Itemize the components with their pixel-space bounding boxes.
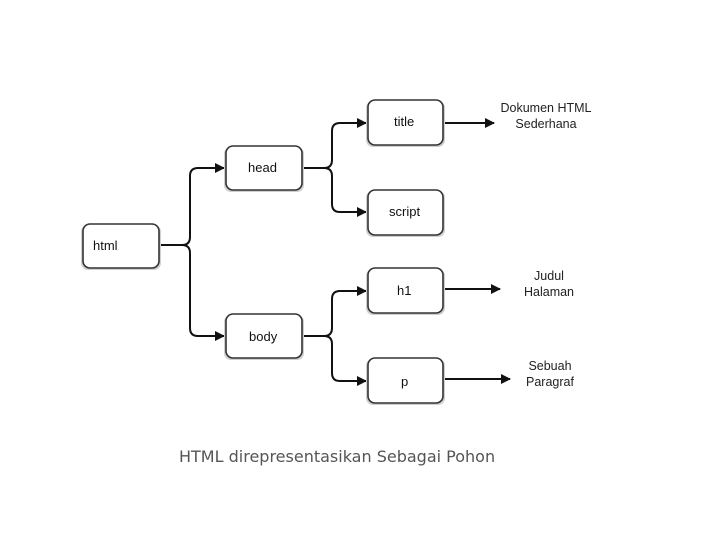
annotation-title: Dokumen HTML Sederhana: [501, 101, 592, 131]
annotation-h1-line-1: Judul: [534, 269, 564, 283]
node-title-label: title: [394, 114, 414, 129]
node-p-label: p: [401, 374, 408, 389]
annotation-p-line-1: Sebuah: [528, 359, 571, 373]
annotation-p: Sebuah Paragraf: [526, 359, 574, 389]
node-script-label: script: [389, 204, 420, 219]
node-h1-label: h1: [397, 283, 411, 298]
connector-html-head: [159, 163, 225, 246]
node-title: title: [366, 99, 445, 147]
annotation-h1-line-2: Halaman: [524, 285, 574, 299]
node-p: p: [366, 357, 445, 405]
diagram-caption: HTML direpresentasikan Sebagai Pohon: [179, 447, 495, 466]
connector-head-script: [302, 167, 367, 217]
node-script: script: [366, 189, 445, 237]
connector-html-body: [159, 244, 225, 341]
connector-body-p: [302, 335, 367, 386]
connectors: [159, 118, 511, 386]
annotation-h1: Judul Halaman: [524, 269, 574, 299]
annotation-title-line-1: Dokumen HTML: [501, 101, 592, 115]
node-html-label: html: [93, 238, 118, 253]
connector-body-h1: [302, 286, 367, 337]
node-body: body: [224, 313, 304, 360]
node-html: html: [81, 223, 161, 270]
connector-head-title: [302, 118, 367, 169]
node-head-label: head: [248, 160, 277, 175]
annotation-title-line-2: Sederhana: [515, 117, 576, 131]
node-body-label: body: [249, 329, 278, 344]
node-h1: h1: [366, 267, 445, 315]
annotation-p-line-2: Paragraf: [526, 375, 574, 389]
node-head: head: [224, 145, 304, 192]
